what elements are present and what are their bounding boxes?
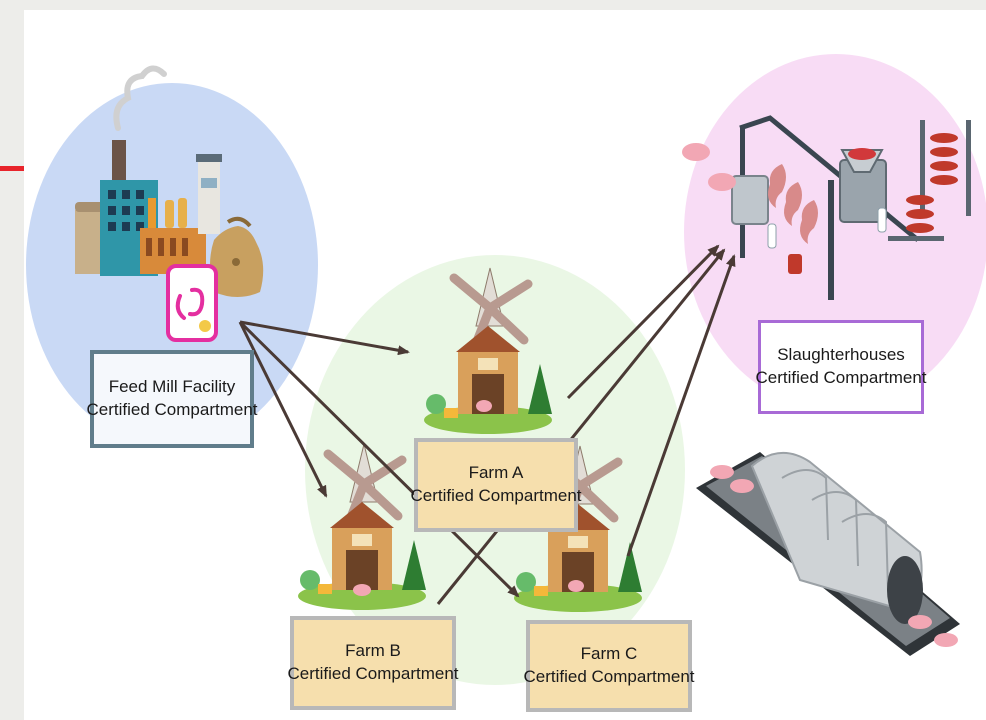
conveyor-tunnel-icon: [696, 451, 960, 656]
farm-c-subtitle: Certified Compartment: [523, 667, 695, 686]
farm-a-node: Farm A Certified Compartment: [411, 438, 582, 532]
farm-a-subtitle: Certified Compartment: [410, 486, 582, 505]
slaughterhouses-title: Slaughterhouses: [777, 345, 905, 365]
barn-windmill-icon: [424, 267, 552, 434]
slaughterhouses-node: Slaughterhouses Certified Compartment: [755, 320, 927, 414]
farm-c-node: Farm C Certified Compartment: [523, 620, 695, 712]
farm-c-title: Farm C: [580, 644, 638, 664]
farm-b-subtitle: Certified Compartment: [287, 664, 459, 683]
feed-mill-subtitle: Certified Compartment: [86, 400, 258, 419]
farm-a-title: Farm A: [468, 463, 524, 483]
accent-mark: [0, 166, 24, 171]
barn-windmill-icon: [298, 443, 426, 610]
arrow-farm-b-to-slaughter: [436, 248, 726, 605]
pig-icon: [682, 143, 736, 191]
left-frame-strip: [0, 0, 24, 720]
top-frame-strip: [0, 0, 986, 10]
feed-mill-title: Feed Mill Facility: [108, 377, 236, 397]
arrow-feed-to-farm-a: [239, 320, 410, 356]
factory-icon: [75, 65, 222, 276]
arrow-farm-c-to-slaughter: [626, 254, 736, 557]
feed-mill-node: Feed Mill Facility Certified Compartment: [87, 350, 258, 448]
slaughterhouses-subtitle: Certified Compartment: [755, 368, 927, 387]
slaughter-line-icon: [682, 115, 971, 300]
farm-b-node: Farm B Certified Compartment: [287, 616, 459, 710]
farm-b-title: Farm B: [345, 641, 401, 661]
arrow-feed-to-farm-c: [238, 320, 520, 598]
arrow-feed-to-farm-b: [238, 321, 328, 498]
feed-bag-icon: [166, 264, 218, 342]
feed-sack-icon: [210, 216, 264, 297]
arrow-farm-a-to-slaughter: [566, 244, 720, 400]
